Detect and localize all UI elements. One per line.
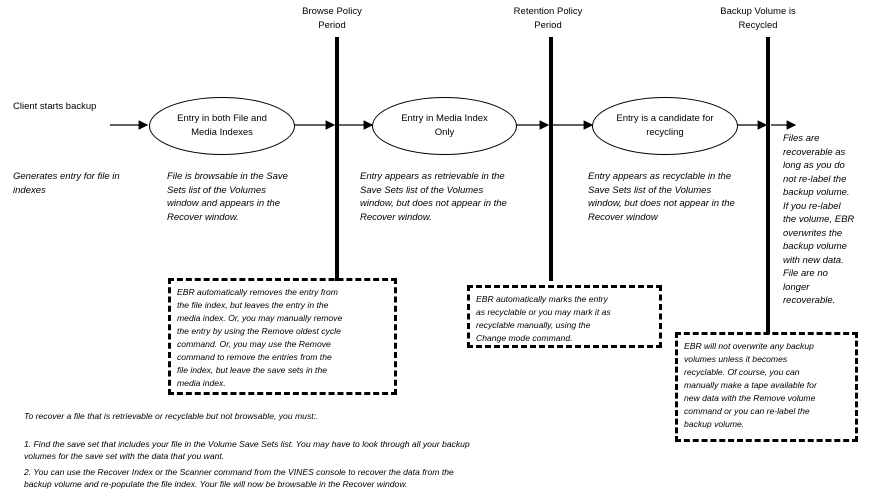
instructions-intro: To recover a file that is retrievable or…: [24, 411, 319, 421]
header-browse-policy: Browse Policy Period: [302, 6, 362, 31]
end-note-recoverable: Files are recoverable as long as you do …: [783, 133, 855, 306]
stage-ellipse-media-index-only: Entry in Media Index Only: [372, 97, 517, 155]
box-volume-recycled: EBR will not overwrite any backup volume…: [675, 332, 858, 442]
header-retention-policy: Retention Policy Period: [513, 6, 583, 31]
stage-note-retrievable: Entry appears as retrievable in the Save…: [360, 171, 507, 223]
start-label: Client starts backup: [13, 101, 97, 112]
start-note: Generates entry for file in indexes: [13, 171, 120, 196]
retention-policy-bar: [549, 37, 553, 281]
recycled-bar: [766, 37, 770, 334]
box-browse-policy: EBR automatically removes the entry from…: [168, 278, 397, 395]
stage-ellipse-recycle-candidate: Entry is a candidate for recycling: [592, 97, 738, 155]
stage-ellipse-both-indexes: Entry in both File and Media Indexes: [149, 97, 295, 155]
box-retention-policy: EBR automatically marks the entry as rec…: [467, 285, 662, 348]
header-volume-recycled: Backup Volume is Recycled: [720, 6, 796, 31]
stage-note-browsable: File is browsable in the Save Sets list …: [167, 171, 288, 223]
instructions-step-2: 2. You can use the Recover Index or the …: [24, 467, 454, 489]
browse-policy-bar: [335, 37, 339, 281]
stage-note-recyclable: Entry appears as recyclable in the Save …: [588, 171, 735, 223]
instructions-step-1: 1. Find the save set that includes your …: [24, 439, 470, 461]
